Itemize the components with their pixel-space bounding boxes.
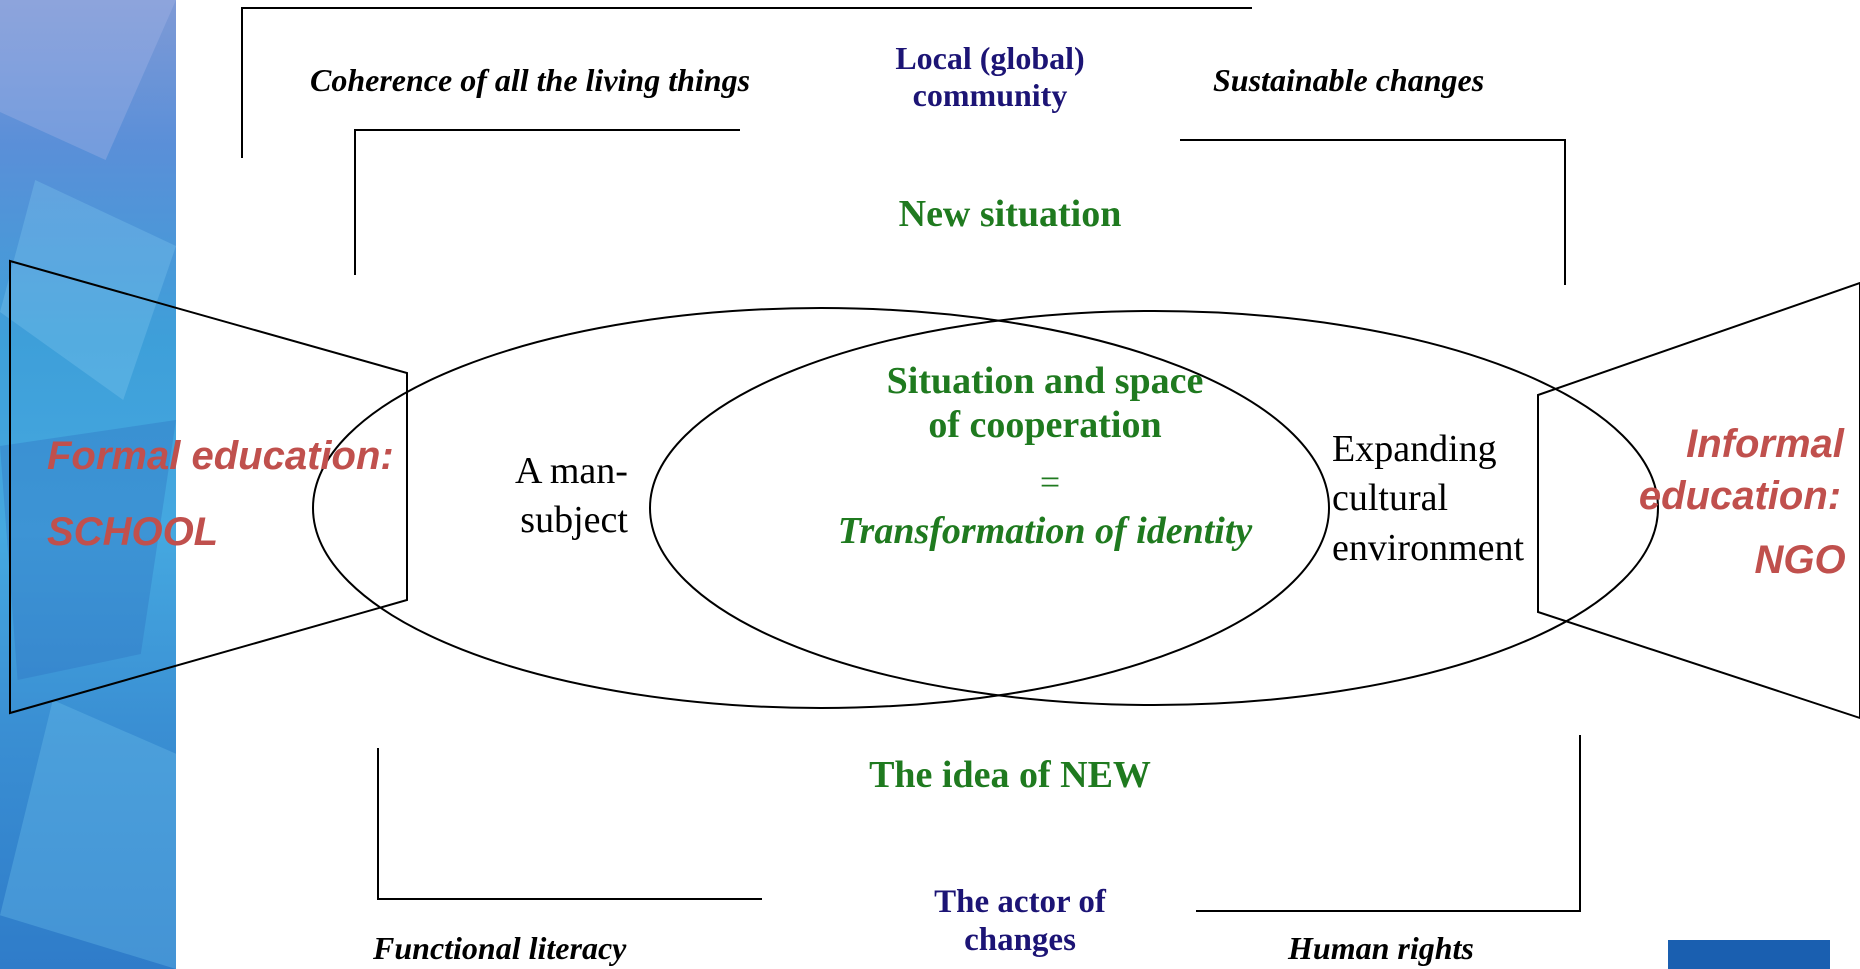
transformation-label: Transformation of identity: [837, 510, 1253, 552]
human-rights-label: Human rights: [1288, 930, 1474, 966]
idea-of-new-label: The idea of NEW: [869, 754, 1151, 796]
coherence-label: Coherence of all the living things: [310, 62, 751, 98]
informal-line2: education:: [1638, 474, 1842, 518]
cooperation-line1: Situation and space: [886, 360, 1204, 402]
right-ellipse: [649, 310, 1659, 706]
env-line2: cultural: [1332, 477, 1449, 520]
right-funnel: [1537, 281, 1860, 720]
man-line2: subject: [520, 499, 628, 542]
environment-label: Expanding cultural environment: [1332, 425, 1524, 573]
outer-top-bracket: [241, 7, 1252, 158]
community-line2: community: [912, 76, 1068, 113]
env-line1: Expanding: [1332, 428, 1497, 470]
bottom-bracket-left: [377, 748, 762, 900]
equals-sign: =: [1039, 462, 1061, 502]
formal-education-label: Formal education: SCHOOL: [47, 418, 394, 570]
informal-education-label: Informal education: NGO: [1600, 418, 1860, 586]
functional-literacy-label: Functional literacy: [373, 930, 627, 966]
man-subject-label: A man- subject: [515, 447, 628, 546]
man-line1: A man-: [515, 450, 628, 492]
cooperation-line2: of cooperation: [928, 403, 1162, 446]
formal-line2: SCHOOL: [47, 510, 219, 554]
actor-line1: The actor of: [934, 884, 1106, 920]
inner-top-bracket-right: [1180, 139, 1566, 285]
env-line3: environment: [1332, 526, 1525, 569]
new-situation-label: New situation: [898, 193, 1122, 235]
formal-line1: Formal education:: [47, 434, 394, 478]
community-line1: Local (global): [895, 40, 1085, 76]
left-ellipse: [312, 307, 1330, 709]
actor-line2: changes: [964, 921, 1076, 958]
bottom-bracket-right: [1196, 735, 1581, 912]
inner-top-bracket-left: [354, 129, 740, 275]
cooperation-label: Situation and space of cooperation: [845, 360, 1245, 447]
actor-label: The actor of changes: [870, 884, 1170, 960]
community-label: Local (global) community: [840, 40, 1140, 114]
decorative-sidebar: [0, 0, 176, 969]
sustainable-label: Sustainable changes: [1213, 62, 1485, 98]
informal-line3: NGO: [1754, 538, 1846, 582]
left-funnel: [9, 259, 408, 715]
informal-line1: Informal: [1686, 422, 1844, 466]
decorative-corner-block: [1668, 940, 1830, 969]
